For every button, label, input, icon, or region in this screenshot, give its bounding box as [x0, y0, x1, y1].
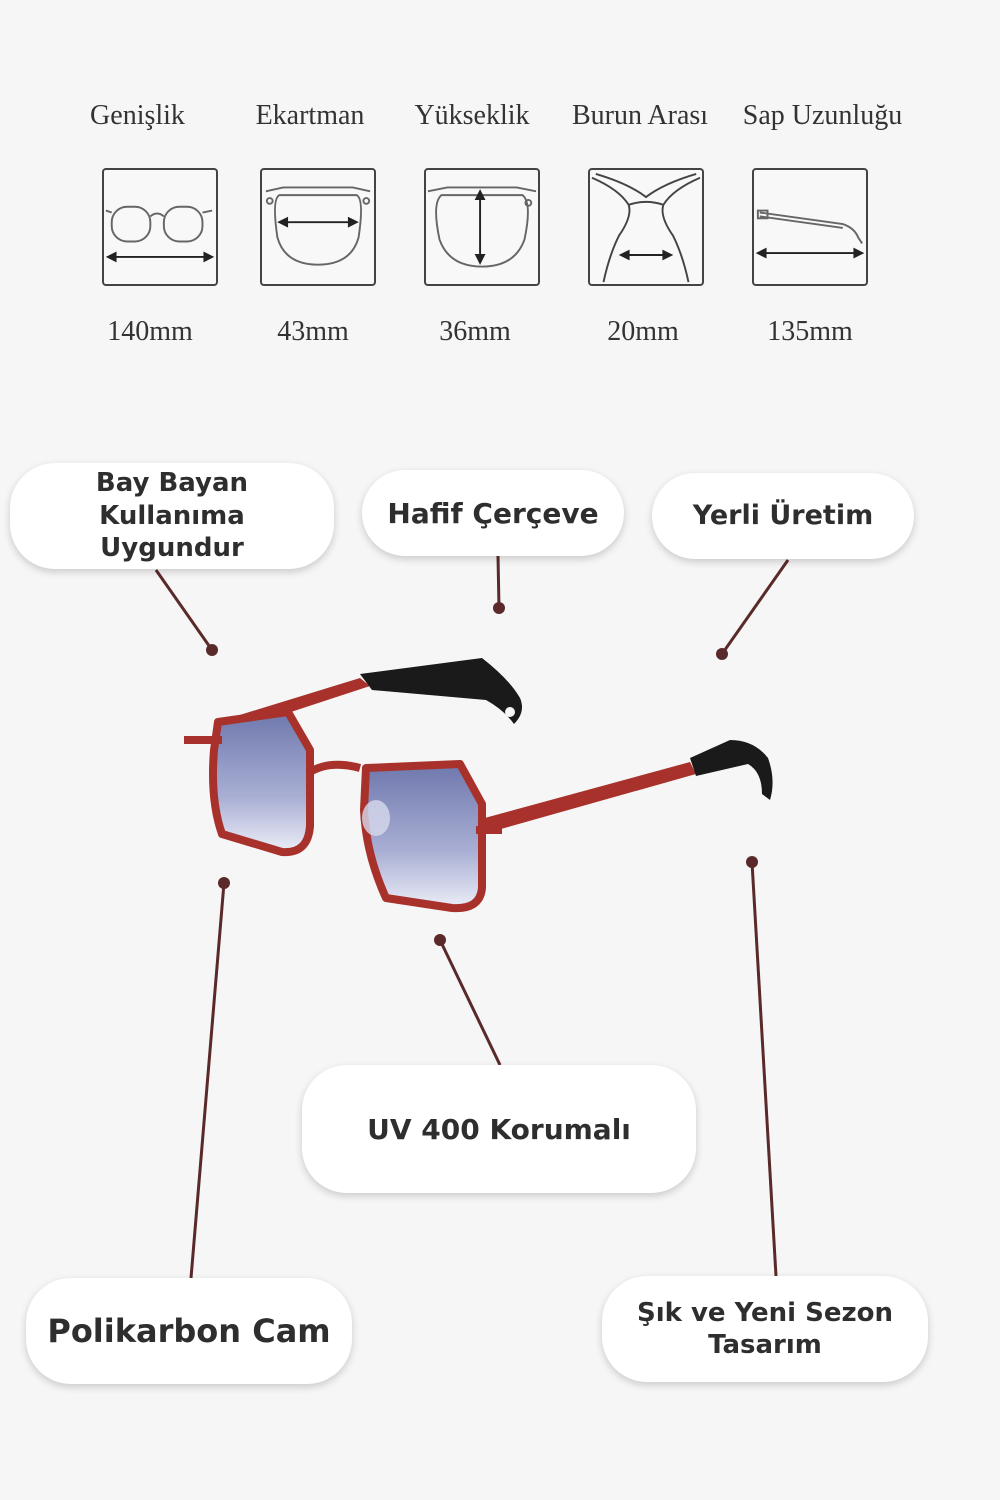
- feature-new-season-design-text: Şık ve Yeni Sezon Tasarım: [636, 1297, 894, 1361]
- glasses-width-icon: [102, 168, 218, 286]
- feature-polycarbonate-lens: Polikarbon Cam: [26, 1278, 352, 1384]
- leader-dot: [746, 856, 758, 868]
- lens-width-icon: [260, 168, 376, 286]
- measure-value-lens-width: 43mm: [277, 316, 349, 347]
- measure-value-bridge: 20mm: [607, 316, 679, 347]
- sunglasses-product-image: [184, 658, 773, 913]
- feature-unisex-text: Bay Bayan Kullanıma Uygundur: [95, 468, 249, 564]
- feature-uv-protection: UV 400 Korumalı: [302, 1065, 696, 1193]
- feature-local-production-text: Yerli Üretim: [692, 500, 874, 532]
- feature-new-season-design: Şık ve Yeni Sezon Tasarım: [602, 1276, 928, 1382]
- measure-value-width: 140mm: [107, 316, 193, 347]
- leader-dot: [493, 602, 505, 614]
- feature-polycarbonate-lens-text: Polikarbon Cam: [47, 1312, 331, 1350]
- leader-dot: [716, 648, 728, 660]
- feature-unisex: Bay Bayan Kullanıma Uygundur: [10, 463, 334, 569]
- measure-label-lens-width: Ekartman: [255, 100, 365, 131]
- measure-label-bridge: Burun Arası: [571, 100, 709, 131]
- bridge-width-icon: [588, 168, 704, 286]
- feature-uv-protection-text: UV 400 Korumalı: [367, 1112, 631, 1146]
- lens-height-icon: [424, 168, 540, 286]
- temple-length-icon: [752, 168, 868, 286]
- feature-light-frame-text: Hafif Çerçeve: [387, 496, 599, 530]
- leader-dot: [206, 644, 218, 656]
- leader-dot: [218, 877, 230, 889]
- measure-label-temple: Sap Uzunluğu: [742, 100, 903, 131]
- feature-light-frame: Hafif Çerçeve: [362, 470, 624, 556]
- measure-label-width: Genişlik: [90, 100, 185, 131]
- measure-value-height: 36mm: [439, 316, 511, 347]
- measure-label-height: Yükseklik: [414, 100, 530, 131]
- feature-local-production: Yerli Üretim: [652, 473, 914, 559]
- measure-value-temple: 135mm: [767, 316, 853, 347]
- leader-dot: [434, 934, 446, 946]
